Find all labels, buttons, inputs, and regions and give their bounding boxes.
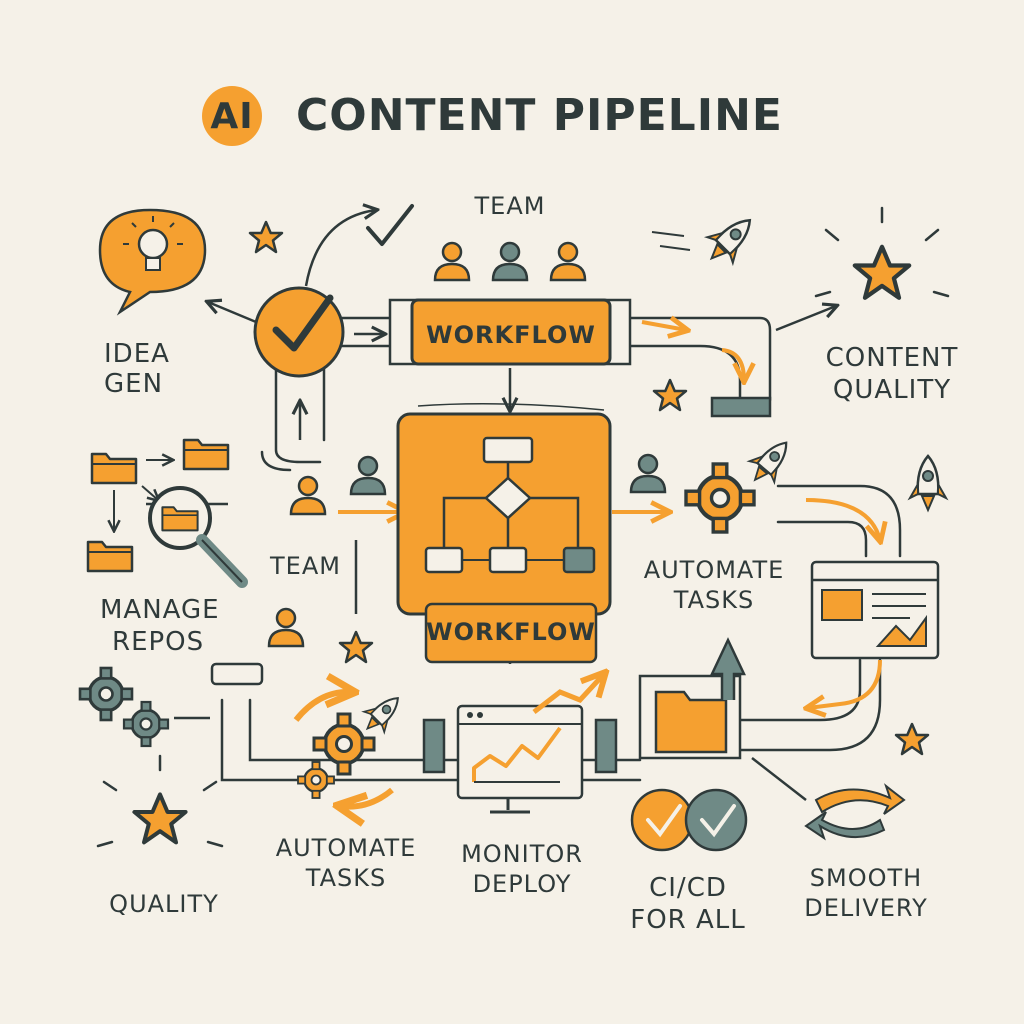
workflow-top-box: WORKFLOW xyxy=(388,298,632,366)
person-icon-4 xyxy=(629,453,667,494)
automate-right-line1: AUTOMATE xyxy=(644,556,785,584)
content-quality-group: CONTENT QUALITY xyxy=(814,206,959,405)
workflow-bottom-box: WORKFLOW xyxy=(424,602,598,664)
manage-label-line2: REPOS xyxy=(112,627,204,657)
star-icon-small-4 xyxy=(894,722,930,756)
team-top-label: TEAM xyxy=(474,192,546,220)
star-icon-quality xyxy=(134,794,185,842)
double-check-icon: CI/CD FOR ALL xyxy=(630,788,748,935)
flowchart-icon xyxy=(396,403,612,616)
orange-arrow-1 xyxy=(641,322,686,330)
speed-lines xyxy=(651,231,691,251)
star-icon-small-2 xyxy=(652,378,688,412)
cicd-label-line2: FOR ALL xyxy=(630,905,746,935)
rocket-icon-3 xyxy=(908,454,948,512)
title-badge-circle xyxy=(202,86,262,146)
idea-label-line1: IDEA xyxy=(104,339,170,369)
quality-label: QUALITY xyxy=(109,890,219,918)
person-icon-1 xyxy=(289,475,327,516)
swoosh-arrows-icon: SMOOTH DELIVERY xyxy=(804,783,927,922)
quality-group: QUALITY xyxy=(96,754,224,918)
automate-bottom-group: AUTOMATE TASKS xyxy=(276,688,417,892)
gear-icon xyxy=(78,666,170,748)
orange-arrow-5 xyxy=(808,659,882,708)
idea-label-line2: GEN xyxy=(104,369,163,399)
star-icon-small-3 xyxy=(338,630,374,664)
rocket-icon-2 xyxy=(741,431,800,492)
browser-icon xyxy=(810,560,940,660)
checkmark-icon xyxy=(253,286,345,378)
smooth-label-line2: DELIVERY xyxy=(804,894,927,922)
lightbulb-icon xyxy=(123,216,183,271)
upload-arrow-icon xyxy=(638,637,746,760)
monitor-label-line1: MONITOR xyxy=(461,840,583,868)
magnifier-icon xyxy=(148,486,248,588)
workflow-bottom-label: WORKFLOW xyxy=(426,618,596,646)
person-icon-2 xyxy=(349,455,387,496)
smooth-label-line1: SMOOTH xyxy=(810,864,922,892)
star-icon-small-1 xyxy=(248,220,284,254)
content-label-line1: CONTENT xyxy=(826,343,959,373)
team-left-label: TEAM xyxy=(269,552,341,580)
content-label-line2: QUALITY xyxy=(833,375,951,405)
manage-label-line1: MANAGE xyxy=(100,595,220,625)
title-badge: AI xyxy=(210,96,253,137)
monitor-chart-icon: MONITOR DEPLOY xyxy=(456,674,604,898)
cicd-label-line1: CI/CD xyxy=(649,873,727,903)
page-title: CONTENT PIPELINE xyxy=(296,90,783,141)
idea-gen-group: IDEA GEN xyxy=(98,208,207,399)
workflow-top-label: WORKFLOW xyxy=(426,321,596,349)
automate-right-line2: TASKS xyxy=(673,586,754,614)
automate-right-group: AUTOMATE TASKS xyxy=(644,431,948,614)
star-icon xyxy=(855,247,909,298)
automate-bottom-line2: TASKS xyxy=(305,864,386,892)
monitor-label-line2: DEPLOY xyxy=(473,870,572,898)
automate-bottom-line1: AUTOMATE xyxy=(276,834,417,862)
manage-repos-group: MANAGE REPOS xyxy=(86,438,248,657)
rocket-icon xyxy=(697,206,764,273)
team-icon xyxy=(433,241,587,282)
title: AI CONTENT PIPELINE xyxy=(202,86,783,146)
orange-arrow-2 xyxy=(721,348,744,380)
small-check-icon xyxy=(366,204,414,246)
person-icon-3 xyxy=(267,607,305,648)
gear-icon-right xyxy=(686,464,754,532)
